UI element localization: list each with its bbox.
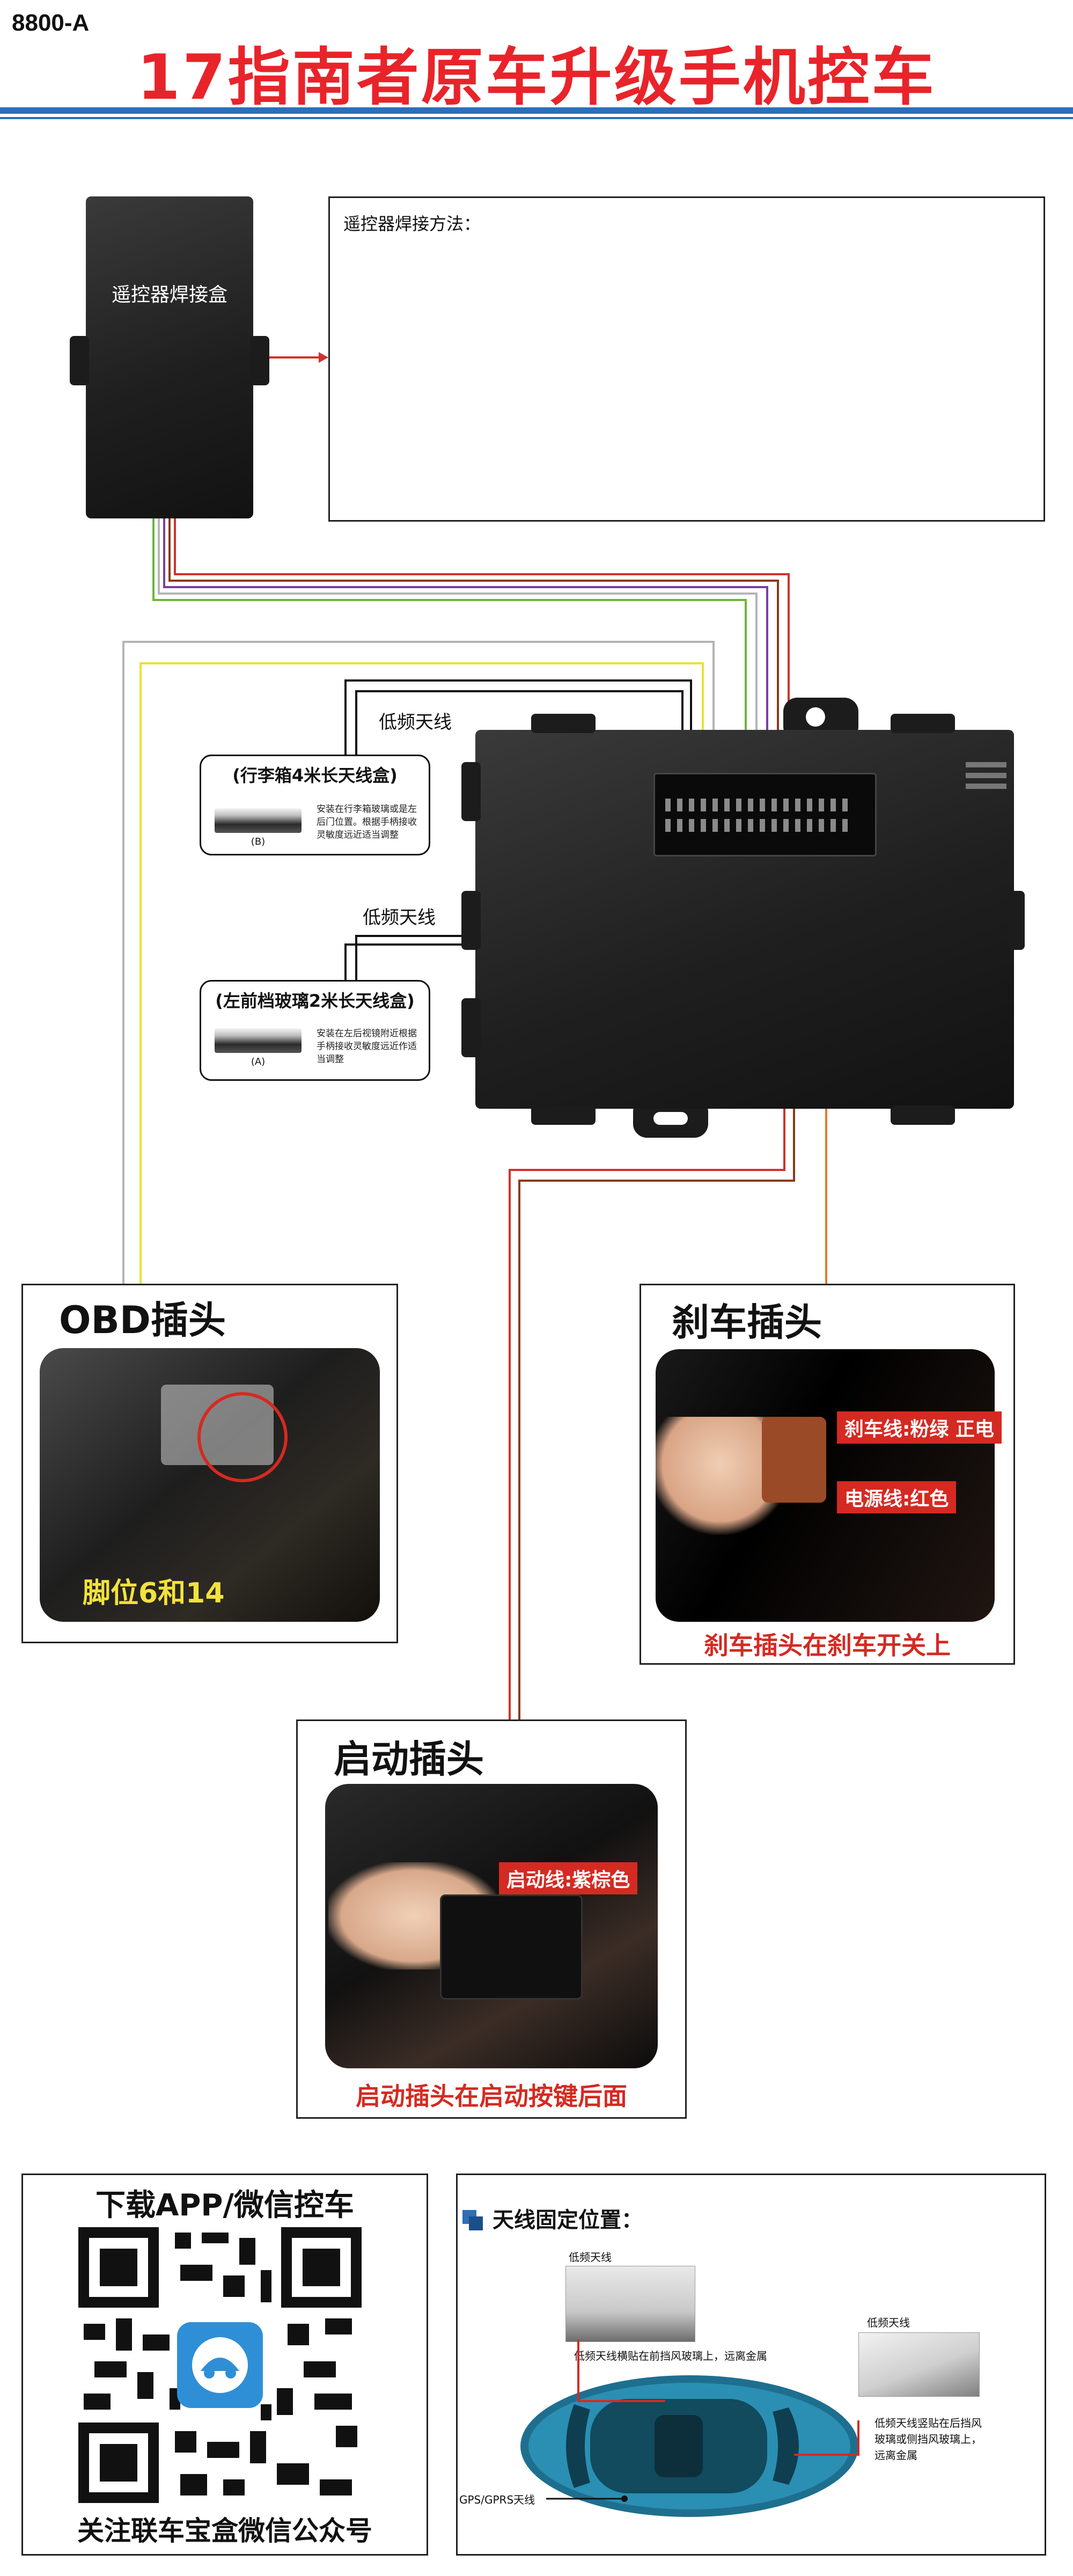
module-side-clip-2 (461, 891, 481, 950)
module-vent-1 (966, 762, 1006, 767)
lf-antenna-label-2: 低频天线 (363, 907, 436, 928)
front-antenna-label: 低频天线 (569, 2251, 612, 2264)
antenna-position-title: 天线固定位置： (493, 2208, 643, 2233)
module-side-clip-3 (461, 998, 481, 1057)
windshield-antenna-title: (左前档玻璃2米长天线盒) (215, 991, 415, 1011)
model-code: 8800-A (12, 10, 90, 36)
brake-caption: 刹车插头在刹车开关上 (704, 1631, 951, 1660)
rear-antenna-desc: 低频天线竖贴在后挡风玻璃或侧挡风玻璃上，远离金属 (874, 2417, 982, 2462)
weld-method-box (328, 196, 1045, 522)
car-top-view (520, 2375, 858, 2517)
wire-gray-obd (122, 641, 715, 1284)
wire-red-remote (174, 518, 790, 773)
header-rule (0, 107, 1073, 114)
rear-antenna-photo (858, 2332, 980, 2397)
start-title: 启动插头 (334, 1737, 484, 1781)
gps-leader-line (546, 2496, 628, 2502)
windshield-antenna-icon (215, 1028, 302, 1053)
windshield-antenna-tag: (A) (251, 1056, 266, 1067)
module-top-clip-left (531, 714, 596, 733)
brake-title: 刹车插头 (672, 1300, 822, 1344)
antenna-section-icon (462, 2210, 483, 2230)
module-connector (653, 773, 877, 857)
module-side-clip-1 (461, 762, 481, 821)
module-top-clip-right (891, 714, 955, 733)
windshield-antenna-desc: 安装在左后视镜附近根据手柄接收灵敏度远近作适当调整 (317, 1028, 417, 1065)
qr-top-text: 下载APP/微信控车 (95, 2188, 354, 2223)
module-bottom-clip-left (531, 1106, 596, 1125)
front-antenna-photo (565, 2266, 695, 2342)
connector-pins (665, 799, 848, 832)
module-side-clip-4 (1009, 891, 1025, 950)
start-connector (440, 1894, 583, 2000)
remote-box-label: 遥控器焊接盒 (111, 284, 227, 306)
module-bottom-clip-right (891, 1106, 955, 1125)
page-title: 17指南者原车升级手机控车 (137, 41, 936, 114)
qr-code[interactable] (78, 2227, 362, 2503)
wire-yellow-obd (139, 662, 704, 1284)
remote-arrow-head (319, 352, 328, 363)
trunk-antenna-desc: 安装在行李箱玻璃或是左后门位置。根据手柄接收灵敏度远近适当调整 (317, 804, 417, 840)
antenna-leader-lines (577, 2340, 859, 2456)
trunk-antenna-title: (行李箱4米长天线盒) (232, 765, 398, 786)
brake-connector (762, 1417, 826, 1503)
wire-purple-remote (163, 518, 768, 773)
obd-pin-label: 脚位6和14 (83, 1577, 225, 1609)
wire-black-trunk-a (344, 679, 692, 773)
module-vent-3 (966, 784, 1006, 789)
module-vent-2 (966, 773, 1006, 778)
wire-brown-remote (168, 518, 779, 773)
front-antenna-desc: 低频天线横贴在前挡风玻璃上，远离金属 (574, 2350, 767, 2362)
lf-antenna-label-1: 低频天线 (379, 712, 452, 733)
start-caption: 启动插头在启动按键后面 (356, 2082, 627, 2111)
power-wire-callout: 电源线:红色 (837, 1481, 957, 1513)
gps-antenna-label: GPS/GPRS天线 (459, 2493, 535, 2506)
wire-gray-remote (158, 518, 758, 773)
obd-port-highlight (197, 1392, 288, 1482)
remote-box-left-tab (70, 336, 89, 385)
rear-antenna-label: 低频天线 (867, 2316, 910, 2329)
trunk-antenna-tag: (B) (251, 836, 266, 847)
brake-wire-callout: 刹车线:粉绿 正电 (837, 1411, 1002, 1444)
obd-title: OBD插头 (59, 1298, 226, 1342)
qr-bottom-text: 关注联车宝盒微信公众号 (77, 2515, 372, 2546)
wire-green-remote (152, 518, 747, 773)
weld-method-title: 遥控器焊接方法： (343, 214, 481, 234)
module-mount-hole-top (806, 707, 825, 727)
header-rule-thin (0, 117, 1073, 119)
trunk-antenna-icon (215, 808, 302, 833)
qr-code-graphic (78, 2227, 362, 2503)
remote-box-right-tab (250, 336, 269, 385)
start-wire-callout: 启动线:紫棕色 (499, 1862, 638, 1894)
remote-weld-box (86, 196, 253, 518)
module-mount-hole-bottom (653, 1112, 688, 1125)
trunk-antenna-box (200, 755, 430, 855)
